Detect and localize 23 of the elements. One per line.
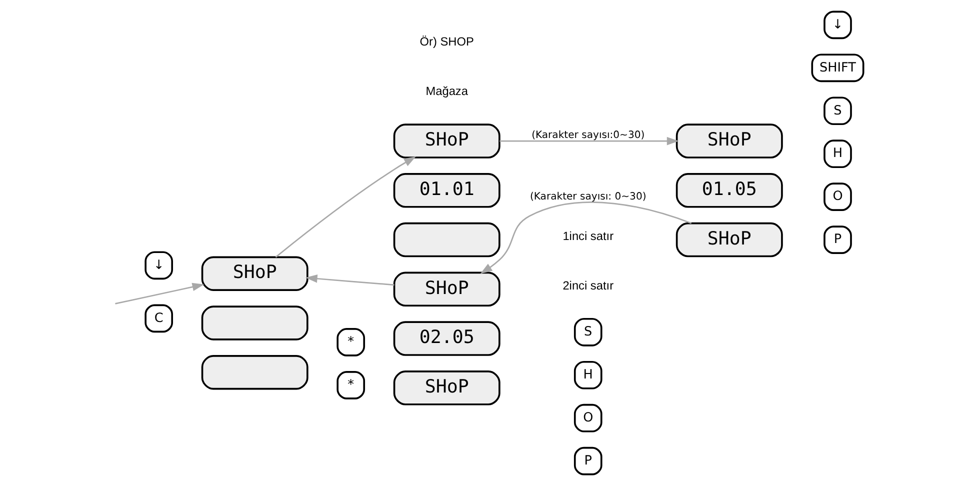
label: Ör) SHOP [419, 34, 474, 48]
node-box [200, 306, 308, 340]
edge-label: (Karakter sayısı:0~30) [531, 130, 644, 142]
node-box: SHoP [392, 370, 500, 406]
node-box: 01.01 [392, 173, 500, 208]
node-box: SHIFT [810, 54, 864, 82]
arrow [499, 136, 678, 146]
node-box [392, 222, 500, 258]
arrow [304, 274, 394, 286]
arrow [114, 282, 204, 304]
node-box: SHoP [675, 222, 782, 258]
node-box: 01.05 [675, 173, 782, 208]
node-box: SHoP [675, 124, 782, 158]
node-box: SHoP [392, 272, 500, 307]
node-box: SHoP [200, 256, 308, 291]
label: 2inci satır [562, 278, 614, 293]
label: 1inci satır [562, 229, 614, 244]
arrow [274, 156, 416, 258]
label: Mağaza [425, 84, 468, 98]
node-box: SHoP [392, 124, 500, 158]
node-box [200, 355, 308, 390]
edge-label: (Karakter sayısı: 0~30) [529, 191, 646, 202]
node-box: 02.05 [392, 321, 500, 356]
